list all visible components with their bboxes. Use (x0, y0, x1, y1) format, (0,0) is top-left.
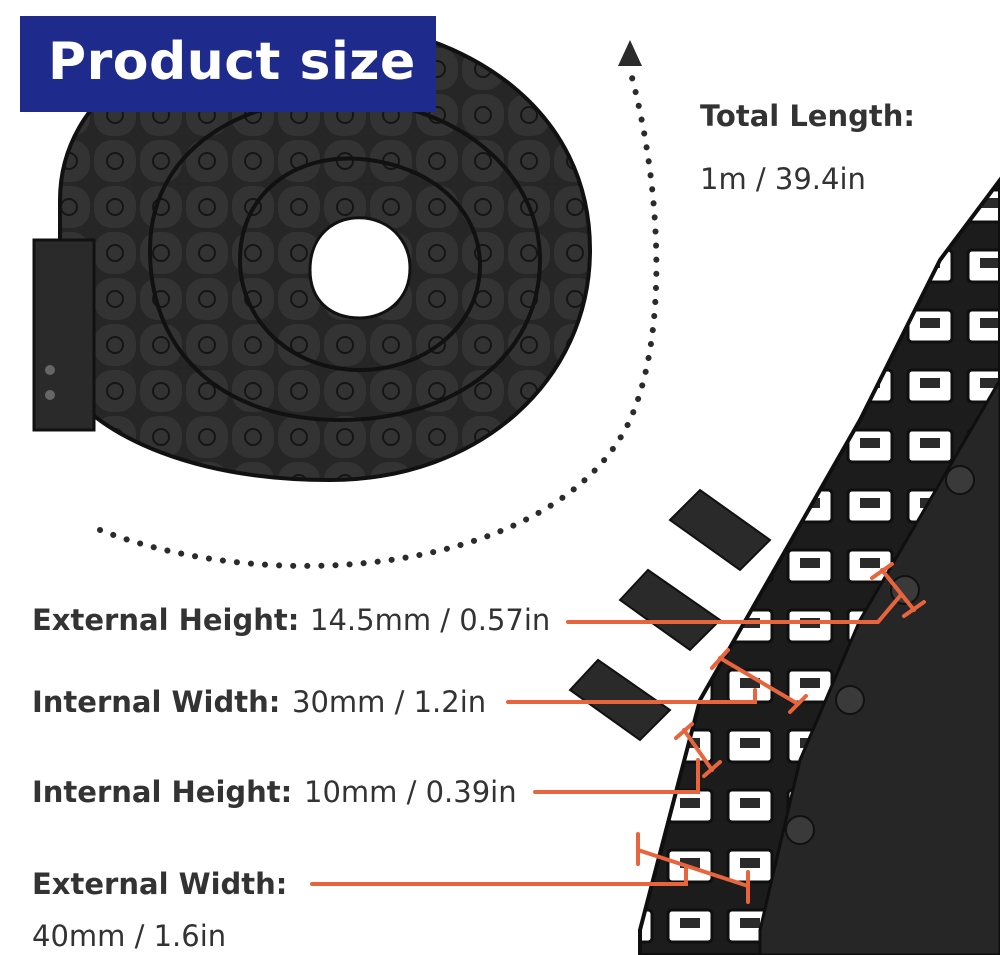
total-length-label: Total Length: (700, 99, 915, 133)
external-height-leader (566, 594, 902, 624)
internal-width-leader (506, 688, 757, 704)
internal-width-value: 30mm / 1.2in (292, 685, 487, 719)
internal-width-label: Internal Width: (32, 685, 281, 719)
external-width-label: External Width: (32, 867, 288, 901)
total-length-value: 1m / 39.4in (700, 162, 866, 196)
external-width-value: 40mm / 1.6in (32, 919, 227, 953)
title-banner (20, 16, 436, 112)
page-title: Product size (48, 32, 416, 92)
external-width-leader (310, 864, 688, 886)
internal-height-leader (533, 758, 700, 794)
external-height-value: 14.5mm / 0.57in (310, 603, 551, 637)
internal-height-value: 10mm / 0.39in (304, 775, 517, 809)
external-height-label: External Height: (32, 603, 300, 637)
internal-height-label: Internal Height: (32, 775, 293, 809)
